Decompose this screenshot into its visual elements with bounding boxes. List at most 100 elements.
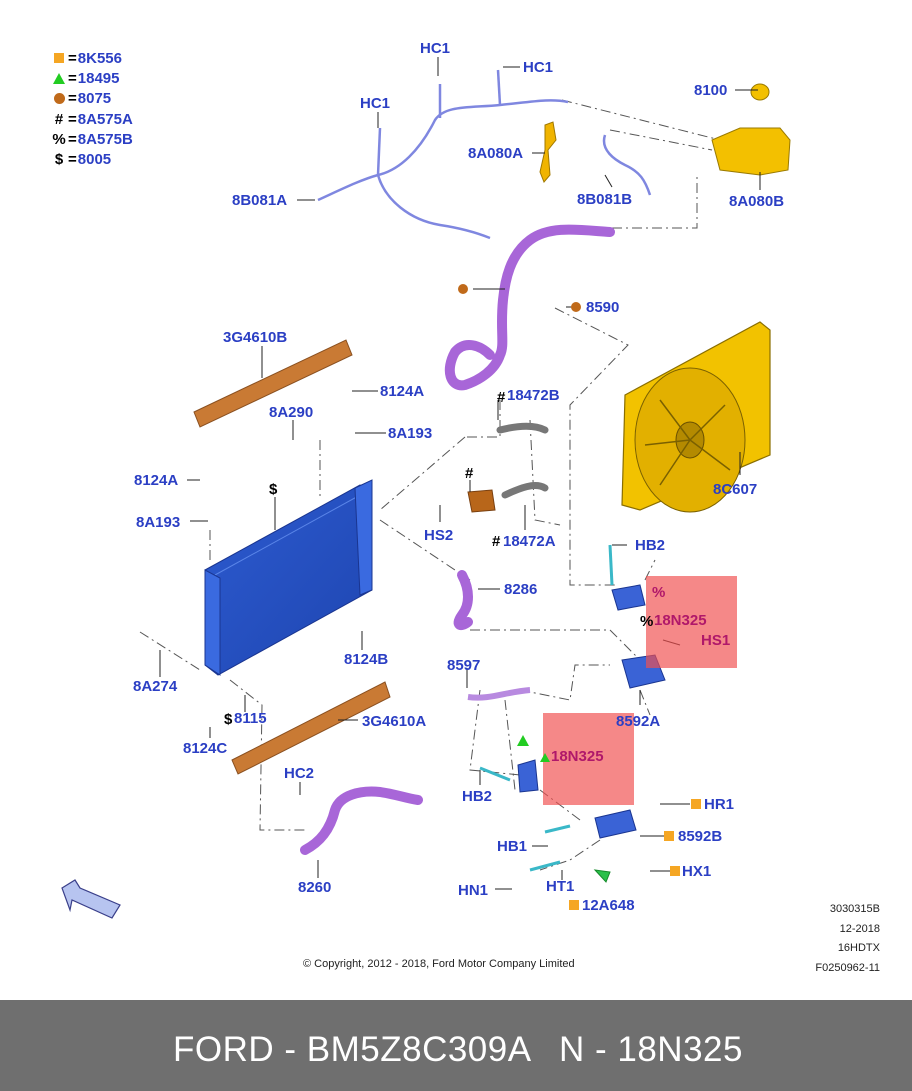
- label-hc1: HC1: [360, 95, 391, 112]
- label-8a290: 8A290: [269, 404, 314, 421]
- equals-sign: =: [68, 110, 77, 128]
- leader-lines: [159, 57, 761, 890]
- label-8115: 8115: [234, 710, 267, 727]
- label-8124a: 8124A: [380, 383, 425, 400]
- equals-sign: =: [68, 151, 77, 169]
- label-8592b: 8592B: [678, 828, 723, 845]
- label-8597: 8597: [447, 657, 481, 674]
- highlight-box-18n325-lower: [543, 713, 634, 805]
- legend-value: 8075: [77, 90, 112, 108]
- coolant-reservoir: [711, 83, 791, 176]
- square-marker: [670, 866, 680, 876]
- label-8286: 8286: [504, 581, 538, 598]
- footer-part-number: FORD - BM5Z8C309A: [173, 1030, 532, 1069]
- legend-row: =8K556: [52, 48, 133, 68]
- legend-value: 8K556: [77, 49, 122, 67]
- label-hb1: HB1: [497, 838, 528, 855]
- legend-value: 8005: [77, 151, 112, 169]
- label-8124a: 8124A: [134, 472, 179, 489]
- label-8b081b: 8B081B: [577, 191, 633, 208]
- label-ht1: HT1: [546, 878, 575, 895]
- legend-value: 8A575A: [77, 110, 133, 128]
- hash-marker: #: [465, 465, 474, 482]
- label-hn1: HN1: [458, 882, 489, 899]
- hash-marker: #: [492, 533, 501, 550]
- radiator-braces: [193, 339, 391, 775]
- percent-symbol: %: [52, 130, 66, 148]
- heater-hoses: [496, 422, 549, 499]
- label-8a080b: 8A080B: [729, 193, 785, 210]
- label-8100: 8100: [694, 82, 728, 99]
- label-hb2: HB2: [462, 788, 493, 805]
- label-8124c: 8124C: [183, 740, 228, 757]
- label-3g4610b: 3G4610B: [223, 329, 288, 346]
- drawing-info: 3030315B 12-2018 16HDTX F0250962-11: [815, 900, 880, 978]
- label-8a193: 8A193: [136, 514, 181, 531]
- circle-marker: [571, 302, 581, 312]
- lower-hoses: [300, 570, 473, 855]
- legend-row: %=8A575B: [52, 129, 133, 149]
- circle-marker: [458, 284, 468, 294]
- legend-row: #=8A575A: [52, 109, 133, 129]
- footer-item-number: N - 18N325: [559, 1030, 743, 1069]
- copyright-text: © Copyright, 2012 - 2018, Ford Motor Com…: [303, 958, 575, 970]
- legend-value: 8A575B: [77, 130, 133, 148]
- label-hb2: HB2: [635, 537, 666, 554]
- 12a648-part: [593, 869, 611, 883]
- legend-row: =18495: [52, 68, 133, 88]
- dollar-marker: $: [269, 481, 278, 498]
- front-arrow: [61, 879, 121, 919]
- drawing-ref: F0250962-11: [815, 961, 880, 974]
- label-3g4610a: 3G4610A: [362, 713, 427, 730]
- legend-row: $=8005: [52, 149, 133, 169]
- hash-symbol: #: [54, 110, 64, 128]
- label-8b081a: 8B081A: [232, 192, 288, 209]
- radiator: [204, 479, 373, 676]
- equals-sign: =: [68, 69, 77, 87]
- hash-marker: #: [497, 389, 506, 406]
- square-marker: [691, 799, 701, 809]
- equals-sign: =: [68, 90, 77, 108]
- equals-sign: =: [68, 130, 77, 148]
- legend-row: =8075: [52, 89, 133, 109]
- small-sensors: [479, 544, 614, 872]
- dollar-marker: $: [224, 711, 233, 728]
- label-hr1: HR1: [704, 796, 735, 813]
- footer-bar: FORD - BM5Z8C309A N - 18N325: [0, 1000, 912, 1091]
- label-8c607: 8C607: [713, 481, 758, 498]
- label-hs1: HS1: [701, 632, 731, 649]
- square-marker: [664, 831, 674, 841]
- triangle-marker: [540, 753, 550, 762]
- label-18n325: 18N325: [654, 612, 707, 629]
- percent-marker: %: [640, 613, 654, 630]
- drawing-date: 12-2018: [839, 922, 880, 935]
- highlight-box-18n325-upper: [646, 576, 737, 668]
- diagram-artwork: [61, 57, 791, 919]
- square-icon: [54, 53, 64, 64]
- cooling-system-diagram: =8K556 =18495 =8075 #=8A575A %=8A575B $=…: [52, 40, 880, 978]
- label-8260: 8260: [298, 879, 332, 896]
- guide-lines: [139, 99, 721, 871]
- label-8a193: 8A193: [388, 425, 433, 442]
- circle-icon: [53, 93, 65, 105]
- 8a080a-part: [539, 121, 557, 183]
- label-hc1: HC1: [420, 40, 451, 57]
- label-8592a: 8592A: [616, 713, 661, 730]
- legend-value: 18495: [77, 69, 120, 87]
- drawing-code: 16HDTX: [837, 942, 880, 954]
- triangle-marker: [517, 735, 529, 746]
- dollar-symbol: $: [54, 151, 64, 169]
- label-8590: 8590: [586, 299, 620, 316]
- label-8a274: 8A274: [133, 678, 178, 695]
- bleed-hoses: [317, 69, 652, 240]
- bypass-hose: [467, 687, 531, 701]
- label-8124b: 8124B: [344, 651, 389, 668]
- label-18n325: 18N325: [551, 748, 604, 765]
- triangle-icon: [53, 72, 65, 84]
- label-hx1: HX1: [682, 863, 712, 880]
- equals-sign: =: [68, 49, 77, 67]
- label-12a648: 12A648: [582, 897, 635, 914]
- label-hc1: HC1: [523, 59, 554, 76]
- label-8a080a: 8A080A: [468, 145, 524, 162]
- upper-hose: [444, 224, 615, 391]
